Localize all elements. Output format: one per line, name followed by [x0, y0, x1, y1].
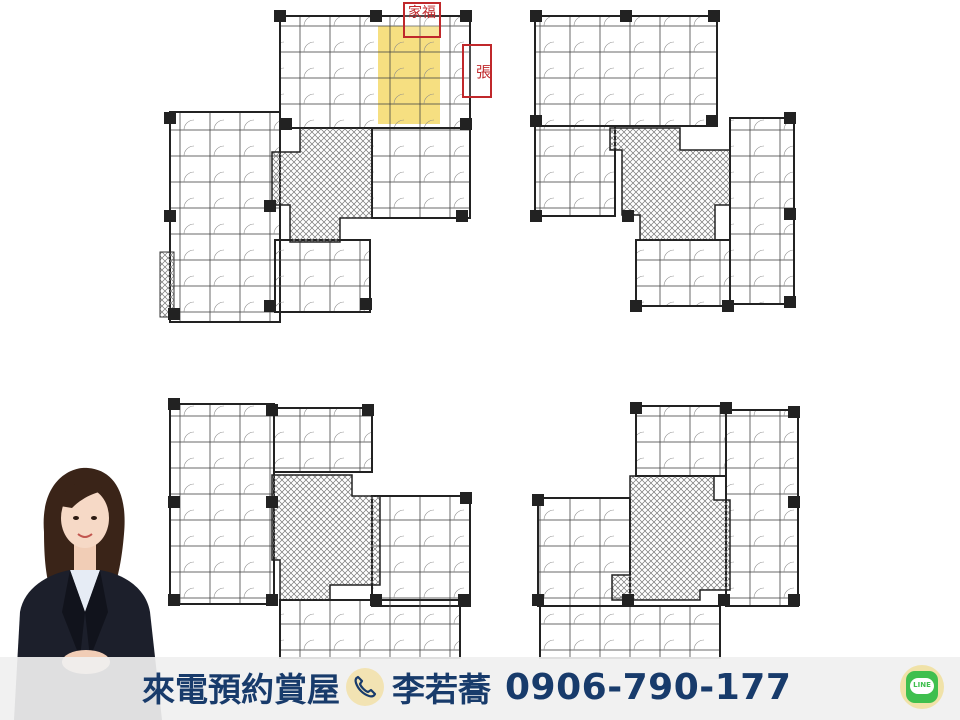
- line-icon[interactable]: LINE: [900, 665, 944, 709]
- line-badge: LINE: [906, 671, 938, 703]
- seal-stamp-side: 張: [462, 44, 492, 98]
- line-bubble: [910, 678, 934, 694]
- phone-icon[interactable]: [346, 668, 384, 706]
- agent-name: 李若蕎: [392, 670, 491, 709]
- cta-text: 來電預約賞屋: [142, 670, 340, 709]
- seal-stamp-top: 家福: [403, 2, 441, 38]
- plan-d: [532, 402, 800, 659]
- contact-line: 來電預約賞屋 李若蕎 0906-790-177: [142, 664, 791, 710]
- phone-number[interactable]: 0906-790-177: [505, 666, 792, 708]
- contact-footer: [0, 657, 960, 720]
- plan-c: [530, 10, 796, 312]
- plan-a: [168, 398, 472, 659]
- line-label: LINE: [913, 681, 931, 689]
- plan-b: [159, 10, 472, 323]
